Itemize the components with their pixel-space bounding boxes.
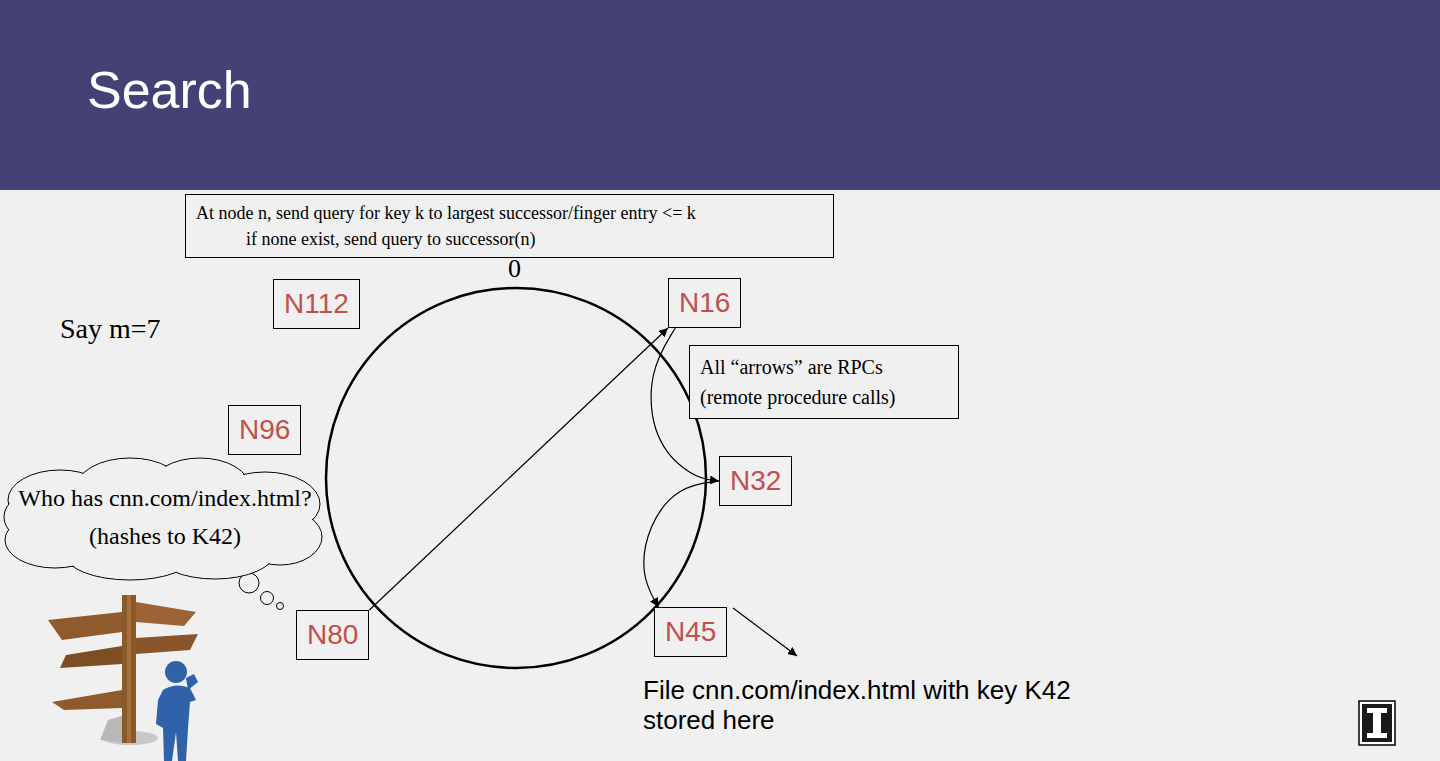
node-text: All “arrows” are RPCs (remote procedure … bbox=[700, 352, 948, 412]
ring-node: N112 bbox=[273, 279, 360, 329]
storage-note: File cnn.com/index.html with key K42 sto… bbox=[643, 676, 1073, 736]
slide-title: Search bbox=[87, 60, 252, 120]
ring-node: N45 bbox=[654, 607, 727, 657]
node-text: N80 bbox=[307, 611, 358, 659]
node-text: N32 bbox=[730, 457, 781, 505]
ring-node: N80 bbox=[296, 610, 369, 660]
node-text: At node n, send query for key k to large… bbox=[196, 200, 823, 226]
node-text: Who has cnn.com/index.html? (hashes to K… bbox=[14, 479, 316, 555]
thought-cloud: Who has cnn.com/index.html? (hashes to K… bbox=[0, 452, 330, 582]
cloud-outline bbox=[0, 452, 330, 582]
ring-node: N16 bbox=[668, 278, 741, 328]
parameter-note: Say m=7 bbox=[60, 313, 161, 345]
rule-box: At node n, send query for key k to large… bbox=[185, 194, 834, 258]
ring-node: N96 bbox=[228, 405, 301, 455]
node-text: N112 bbox=[284, 280, 349, 328]
thought-bubbles bbox=[239, 573, 284, 610]
node-text: N16 bbox=[679, 279, 730, 327]
leader-line bbox=[733, 608, 797, 656]
chord-ring bbox=[326, 288, 706, 668]
rpc-arrow bbox=[644, 481, 719, 607]
university-logo bbox=[1359, 701, 1395, 745]
person-figure bbox=[156, 661, 198, 761]
zero-mark: 0 bbox=[508, 254, 521, 284]
rpc-arrow bbox=[369, 328, 668, 610]
ring-node: N32 bbox=[719, 456, 792, 506]
cloud-text-wrap: Who has cnn.com/index.html? (hashes to K… bbox=[14, 479, 316, 555]
node-text: N45 bbox=[665, 608, 716, 656]
node-text: N96 bbox=[239, 406, 290, 454]
node-text: if none exist, send query to successor(n… bbox=[196, 226, 823, 252]
note-box: All “arrows” are RPCs (remote procedure … bbox=[689, 345, 959, 419]
